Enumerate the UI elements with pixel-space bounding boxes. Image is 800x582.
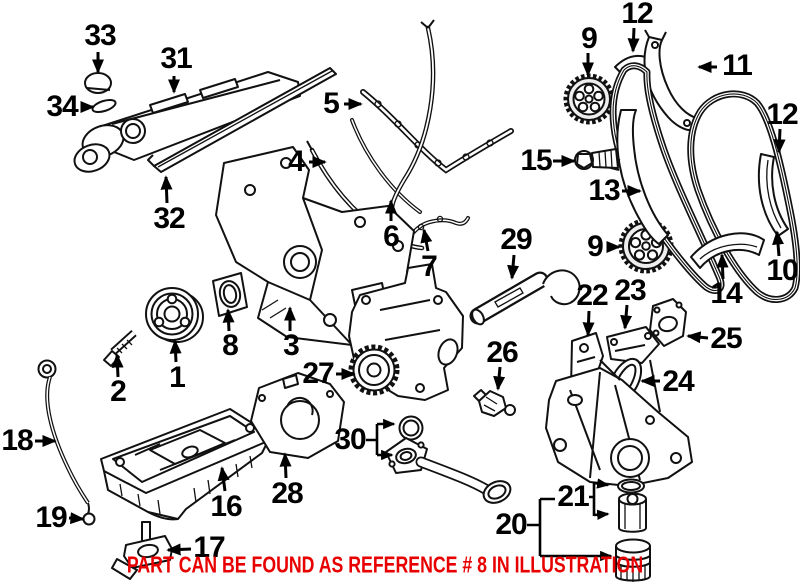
callout-19: 19 [35,501,67,534]
callout-26: 26 [486,336,518,369]
callout-8: 8 [222,329,239,362]
dipstick [37,359,90,519]
crank-bolt [103,330,137,367]
seal-plate [212,272,248,317]
callout-3: 3 [283,329,300,362]
callout-9-middle: 9 [587,230,604,263]
callout-6: 6 [383,220,400,253]
reference-banner: PART CAN BE FOUND AS REFERENCE # 8 IN IL… [126,551,644,578]
callout-30: 30 [334,423,366,456]
front-cover-28 [250,372,345,459]
filter-cap [615,538,651,582]
callout-16: 16 [210,490,242,523]
callout-25: 25 [710,322,742,355]
callout-7: 7 [421,250,438,283]
callout-5: 5 [323,87,340,120]
callout-28: 28 [271,477,303,510]
callout-18: 18 [1,424,33,457]
callout-1: 1 [169,361,186,394]
callout-22: 22 [576,279,608,312]
filter-oring [617,478,645,494]
oil-pressure-sensor [473,389,516,417]
callout-13: 13 [588,174,620,207]
callout-12-right: 12 [766,98,798,131]
gasket-strip-6 [389,19,436,210]
bolt-15 [574,148,619,170]
pickup-oring [398,415,424,441]
callout-10: 10 [766,254,798,287]
drain-plug-assembly [111,521,173,580]
callout-32: 32 [153,202,185,235]
wiring-strip-7 [407,215,470,240]
valve-cover-part [73,71,301,173]
oil-filter-housing [545,359,693,487]
gasket-strip-5 [360,89,514,174]
filter-element [618,492,647,533]
crank-pulley [145,287,204,343]
dipstick-oring [82,512,96,526]
callout-27: 27 [302,357,334,390]
timing-chain-right [687,90,800,303]
cap-part [84,72,112,94]
callout-11: 11 [722,49,753,82]
oil-pan [100,408,269,521]
callout-14: 14 [710,277,742,310]
callout-15: 15 [520,144,552,177]
cover-25 [649,298,687,347]
callout-31: 31 [160,42,192,75]
callout-arrows [35,27,786,562]
callout-2: 2 [110,375,127,408]
oil-line [469,269,581,326]
gasket-strip-middle [350,118,422,214]
cam-sprocket-top [563,73,615,125]
callout-20: 20 [495,508,527,541]
callout-12-top: 12 [621,0,653,30]
cover-gasket-rail [147,67,337,173]
bracket-23 [606,326,660,364]
callout-33: 33 [84,19,116,52]
pickup-tube [385,437,512,504]
chain-guide-14 [690,232,765,269]
callout-23: 23 [614,274,646,307]
callout-4: 4 [288,145,305,178]
seal-part [91,98,117,114]
callout-9-top: 9 [581,22,598,55]
callout-17: 17 [193,531,225,564]
callout-34: 34 [46,90,78,123]
callout-21: 21 [557,480,589,513]
callout-24: 24 [662,365,694,398]
callout-29: 29 [500,223,532,256]
